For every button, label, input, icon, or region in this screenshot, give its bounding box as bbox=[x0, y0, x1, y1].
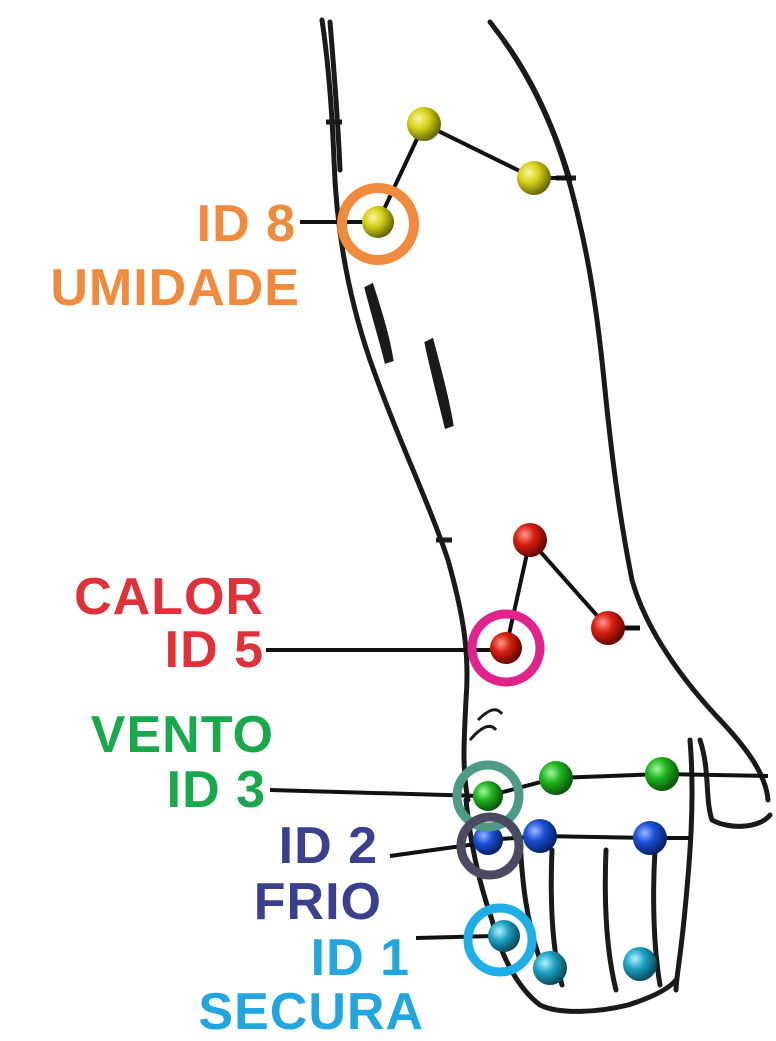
highlight-ring-id5 bbox=[467, 609, 545, 687]
highlight-ring-id3 bbox=[452, 760, 524, 832]
point-dot bbox=[407, 107, 441, 141]
point-dot bbox=[645, 757, 679, 791]
label-vento: VENTO bbox=[90, 706, 274, 764]
point-dot bbox=[513, 523, 547, 557]
meridian-lines bbox=[376, 121, 769, 842]
label-id2: ID 2 bbox=[278, 817, 378, 875]
highlight-ring-id1 bbox=[463, 903, 537, 977]
point-dot bbox=[473, 825, 503, 855]
label-secura: SECURA bbox=[198, 983, 424, 1041]
label-id3: ID 3 bbox=[166, 761, 266, 819]
point-dot bbox=[517, 161, 551, 195]
point-dot bbox=[591, 611, 625, 645]
label-calor: CALOR bbox=[74, 568, 264, 626]
point-dot bbox=[362, 206, 394, 238]
point-dot bbox=[490, 632, 522, 664]
point-dot bbox=[523, 819, 557, 853]
point-dot bbox=[473, 781, 503, 811]
label-id8: ID 8 bbox=[196, 195, 296, 253]
highlight-ring-id8 bbox=[337, 183, 419, 265]
highlight-ring-id2 bbox=[456, 812, 524, 880]
point-dot bbox=[488, 920, 520, 952]
point-dot bbox=[623, 947, 657, 981]
skin-crease-marks bbox=[326, 119, 640, 741]
label-frio: FRIO bbox=[253, 873, 382, 931]
point-dot bbox=[633, 821, 667, 855]
label-id5: ID 5 bbox=[164, 621, 264, 679]
point-dot bbox=[539, 761, 573, 795]
label-umidade: UMIDADE bbox=[50, 259, 300, 317]
point-dot bbox=[533, 951, 567, 985]
label-id1: ID 1 bbox=[310, 929, 410, 987]
